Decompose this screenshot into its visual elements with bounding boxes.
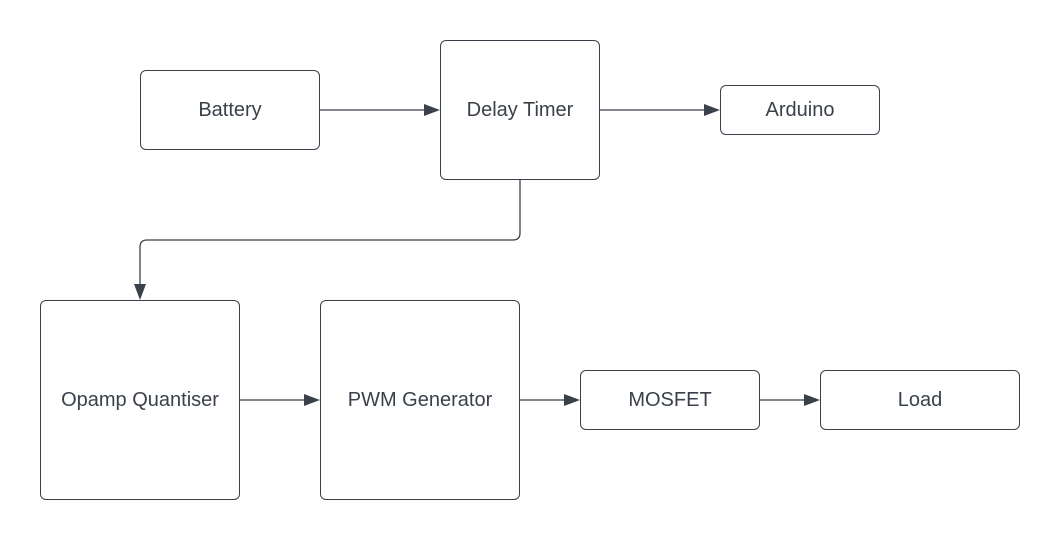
- edge-delay-timer-to-arduino: [600, 104, 720, 116]
- node-mosfet-label: MOSFET: [628, 388, 712, 411]
- node-delay-timer[interactable]: Delay Timer: [440, 40, 600, 180]
- node-delay-timer-label: Delay Timer: [466, 98, 574, 121]
- node-mosfet[interactable]: MOSFET: [580, 370, 760, 430]
- edge-mosfet-to-load: [760, 394, 820, 406]
- node-battery-label: Battery: [198, 98, 262, 121]
- node-battery[interactable]: Battery: [140, 70, 320, 150]
- edge-opamp-quantiser-to-pwm-generator: [240, 394, 320, 406]
- edge-battery-to-delay-timer: [320, 104, 440, 116]
- node-load[interactable]: Load: [820, 370, 1020, 430]
- node-pwm-generator[interactable]: PWM Generator: [320, 300, 520, 500]
- node-arduino[interactable]: Arduino: [720, 85, 880, 135]
- edge-delay-timer-to-opamp-quantiser: [134, 180, 521, 300]
- node-load-label: Load: [897, 388, 943, 411]
- node-pwm-generator-label: PWM Generator: [347, 388, 493, 411]
- node-opamp-quantiser-label: Opamp Quantiser: [61, 388, 219, 411]
- node-arduino-label: Arduino: [765, 98, 835, 121]
- edge-pwm-generator-to-mosfet: [520, 394, 580, 406]
- node-opamp-quantiser[interactable]: Opamp Quantiser: [40, 300, 240, 500]
